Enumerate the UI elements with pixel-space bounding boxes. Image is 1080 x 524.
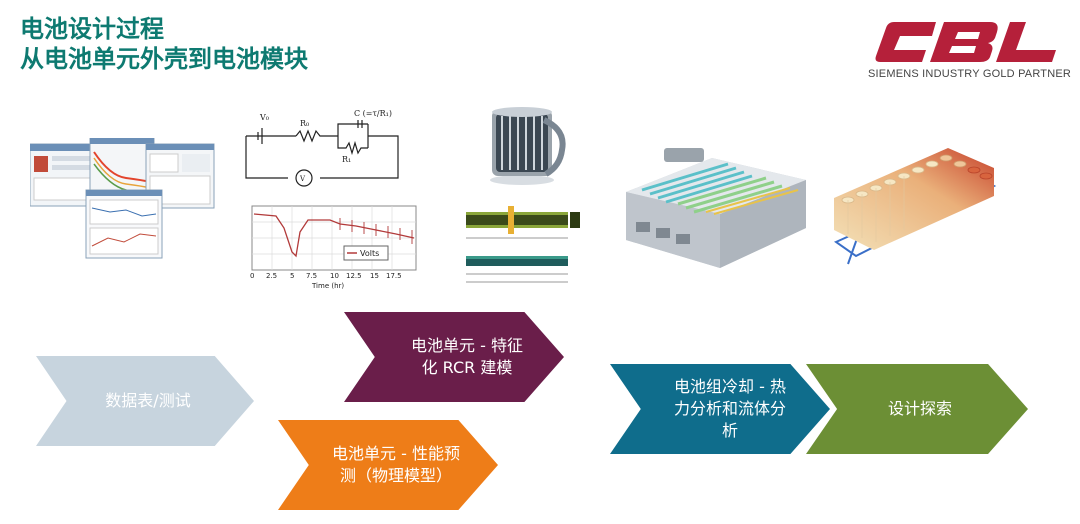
step-cell-rcr-modeling-label: 电池单元 - 特征化 RCR 建模 [411,336,523,377]
cbl-logo [866,14,1066,84]
title-line-1: 电池设计过程 [20,15,164,43]
tick-6: 15 [370,272,379,280]
step-design-exploration-label: 设计探索 [887,399,952,418]
svg-text:R₀: R₀ [300,119,309,128]
step-cell-performance-prediction: 电池单元 - 性能预测（物理模型） [278,420,498,510]
logo-tagline: SIEMENS INDUSTRY GOLD PARTNER [868,68,1072,80]
step-cell-performance-prediction-label: 电池单元 - 性能预测（物理模型） [332,444,460,485]
step-cell-rcr-modeling: 电池单元 - 特征化 RCR 建模 [344,312,564,402]
chart-xlabel: Time (hr) [311,282,344,290]
software-screenshots-image [29,137,216,260]
battery-pack-image [616,128,812,274]
tick-3: 7.5 [306,272,317,280]
tick-0: 0 [250,272,254,280]
page-title: 电池设计过程 从电池单元外壳到电池模块 [20,14,308,74]
voltage-chart-image: Volts 0 2.5 5 7.5 10 12.5 15 17.5 Time (… [236,198,420,290]
circuit-diagram-image: V₀ R₀ C (=τ/R₁) R₁ V [238,109,410,192]
tick-1: 2.5 [266,272,277,280]
svg-text:R₁: R₁ [342,155,351,164]
step-pack-cooling-analysis-label: 电池组冷却 - 热力分析和流体分析 [673,377,786,440]
tick-4: 10 [330,272,339,280]
tick-7: 17.5 [386,272,402,280]
cell-module-thermal-image [828,138,1000,266]
step-design-exploration: 设计探索 [806,364,1028,454]
title-line-2: 从电池单元外壳到电池模块 [20,45,308,73]
step-pack-cooling-analysis: 电池组冷却 - 热力分析和流体分析 [610,364,830,454]
step-datasheet-test-label: 数据表/测试 [105,391,191,410]
svg-text:V: V [299,175,306,183]
svg-text:C (=τ/R₁): C (=τ/R₁) [354,110,392,118]
tick-2: 5 [290,272,294,280]
cell-cross-section-image [458,198,590,290]
step-datasheet-test: 数据表/测试 [36,356,254,446]
chart-legend-volts: Volts [360,249,379,258]
tick-5: 12.5 [346,272,362,280]
svg-text:V₀: V₀ [259,113,269,122]
cell-3d-image [482,100,572,188]
